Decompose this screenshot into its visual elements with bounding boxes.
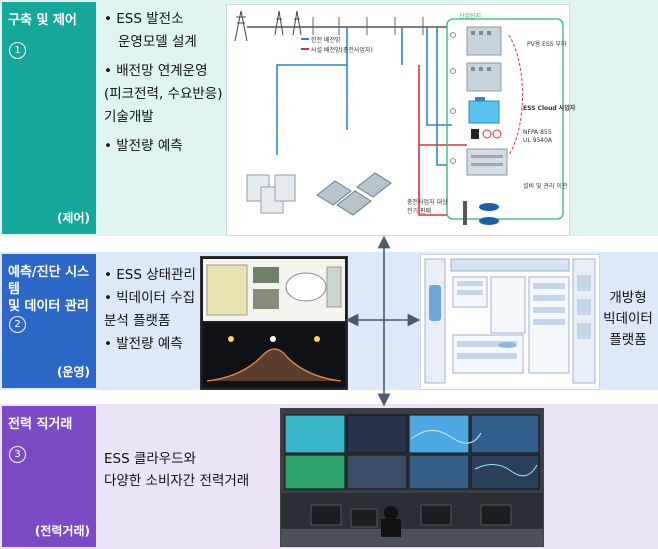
architecture-illustration (424, 258, 596, 384)
bullet-item: • 발전량 예측 (104, 336, 183, 352)
bullet-item: • 빅데이터 수집 분석 플랫폼 (104, 290, 196, 329)
building-icon (466, 26, 502, 92)
diagram-legend (301, 38, 309, 50)
section-title: 구축 및 제어 (8, 13, 77, 28)
section-number-badge: 3 (9, 446, 26, 463)
platform-label: 개방형 빅데이터 플랫폼 (603, 290, 653, 348)
bullet-item: • 발전량 예측 (104, 138, 183, 154)
bullet-item: • ESS 발전소 운영모델 설계 (104, 11, 197, 50)
diagram-label: 충전사업자 대상 전기 판매 (407, 199, 448, 215)
bullet-text: 배전망 연계운영 (피크전력, 수요반응) 기술개발 (104, 63, 223, 125)
section-tab-control: 구축 및 제어 1 (제어) (2, 2, 96, 234)
transmission-tower-icon (234, 10, 248, 42)
private-grid-line (418, 65, 467, 216)
industrial-complex-boundary (446, 18, 564, 220)
residential-buildings-icon (246, 174, 296, 214)
control-room-photo (280, 408, 544, 547)
bullet-text: ESS 발전소 운영모델 설계 (116, 11, 197, 50)
operator-desk (281, 504, 543, 546)
section-footer-label: (제어) (56, 211, 90, 225)
bullet-item: • 배전망 연계운영 (피크전력, 수요반응) 기술개발 (104, 63, 223, 125)
grid-diagram-illustration (234, 10, 564, 225)
diagram-label: 설비 및 관리 이관 (523, 183, 568, 190)
factory-building-icon (466, 148, 508, 176)
electric-car-icon (463, 201, 499, 225)
legend-label: 한전 배전망 (311, 37, 341, 44)
bullet-list-trading: ESS 클라우드와 다양한 소비자간 전력거래 (104, 448, 249, 492)
bullet-text: 발전량 예측 (116, 138, 183, 154)
section-tab-operation: 예측/진단 시스템 및 데이터 관리 2 (운영) (2, 254, 96, 388)
diagram-label: PV용 ESS 부하 (527, 41, 567, 48)
ess-monitoring-screenshot (200, 256, 348, 390)
warning-signs-icon (471, 129, 502, 139)
diagram-label: ESS Cloud 사업자 (523, 105, 576, 112)
bullet-list-control: • ESS 발전소 운영모델 설계 • 배전망 연계운영 (피크전력, 수요반응… (104, 8, 222, 158)
control-room-illustration (281, 409, 543, 546)
section-footer-label: (운영) (56, 365, 90, 379)
section-tab-trading: 전력 직거래 3 (전력거래) (2, 406, 96, 547)
section-title: 예측/진단 시스템 및 데이터 관리 (8, 265, 90, 314)
section-number-badge: 1 (9, 42, 26, 59)
section-title: 전력 직거래 (8, 417, 73, 432)
bullet-text: 발전량 예측 (116, 336, 183, 352)
solar-panel-icon (316, 172, 392, 216)
diagram-label: UL 9540A (523, 137, 553, 144)
bullet-item: • ESS 상태관리 (104, 267, 196, 283)
bullet-text: ESS 클라우드와 다양한 소비자간 전력거래 (104, 451, 250, 489)
bigdata-architecture-diagram (420, 254, 600, 390)
section-number-badge: 2 (9, 316, 26, 333)
section-footer-label: (전력거래) (34, 524, 90, 538)
region-label: 산업단지 (459, 13, 482, 20)
ess-monitoring-illustration (203, 259, 345, 387)
legend-label: 사설 배전망(충전사업자) (311, 47, 373, 54)
bullet-list-operation: • ESS 상태관리 • 빅데이터 수집 분석 플랫폼 • 발전량 예측 (104, 264, 196, 356)
grid-diagram-panel: 한전 배전망 사설 배전망(충전사업자) 산업단지 PV용 ESS 부하 ESS… (226, 4, 575, 236)
ess-cloud-battery-icon (468, 97, 500, 124)
bullet-text: ESS 상태관리 (116, 267, 196, 283)
bullet-text: 빅데이터 수집 분석 플랫폼 (104, 290, 196, 329)
diagram-label: NFPA 855 (523, 129, 552, 136)
